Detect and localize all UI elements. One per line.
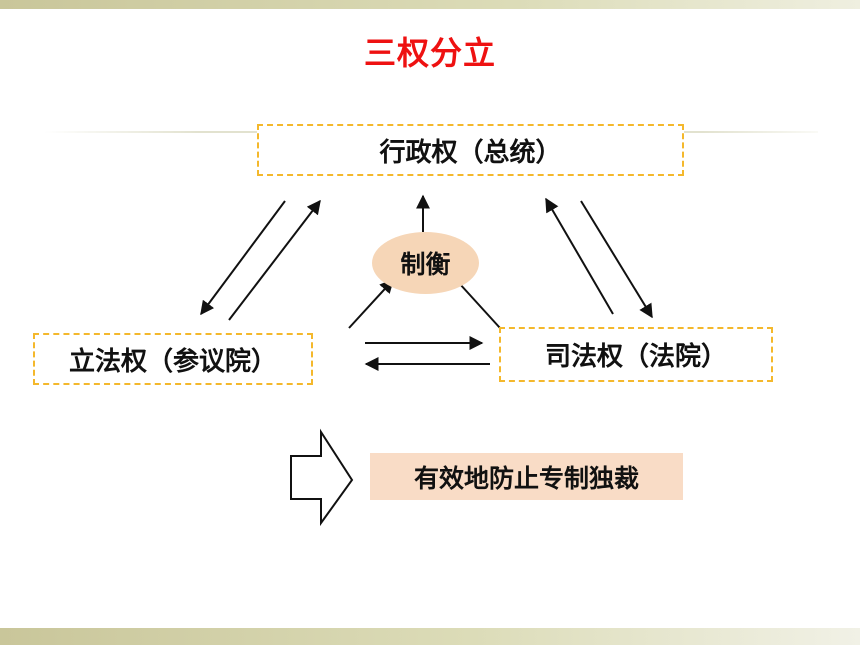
arrow-exec-to-jud: [580, 200, 653, 319]
line-center-to-jud: [458, 282, 501, 329]
result-label: 有效地防止专制独裁: [413, 463, 639, 493]
arrow-exec-to-leg: [200, 200, 286, 316]
executive-power-label: 行政权（总统）: [379, 137, 562, 168]
arrow-leg-to-exec: [228, 199, 321, 321]
legislative-power-box: 立法权（参议院）: [33, 333, 313, 385]
executive-power-box: 行政权（总统）: [257, 124, 684, 176]
checks-balances-label: 制衡: [400, 250, 451, 279]
top-decorative-bar: [0, 0, 860, 9]
bottom-decorative-bar: [0, 628, 860, 645]
arrow-jud-to-exec: [545, 197, 614, 315]
checks-balances-bubble: 制衡: [372, 232, 479, 294]
page-title: 三权分立: [363, 34, 496, 72]
judicial-power-box: 司法权（法院）: [499, 327, 773, 382]
legislative-power-label: 立法权（参议院）: [68, 346, 277, 377]
hollow-right-arrow-icon: [290, 428, 354, 527]
arrow-center-to-leg: [348, 278, 394, 329]
judicial-power-label: 司法权（法院）: [544, 342, 727, 372]
result-box: 有效地防止专制独裁: [370, 453, 683, 500]
